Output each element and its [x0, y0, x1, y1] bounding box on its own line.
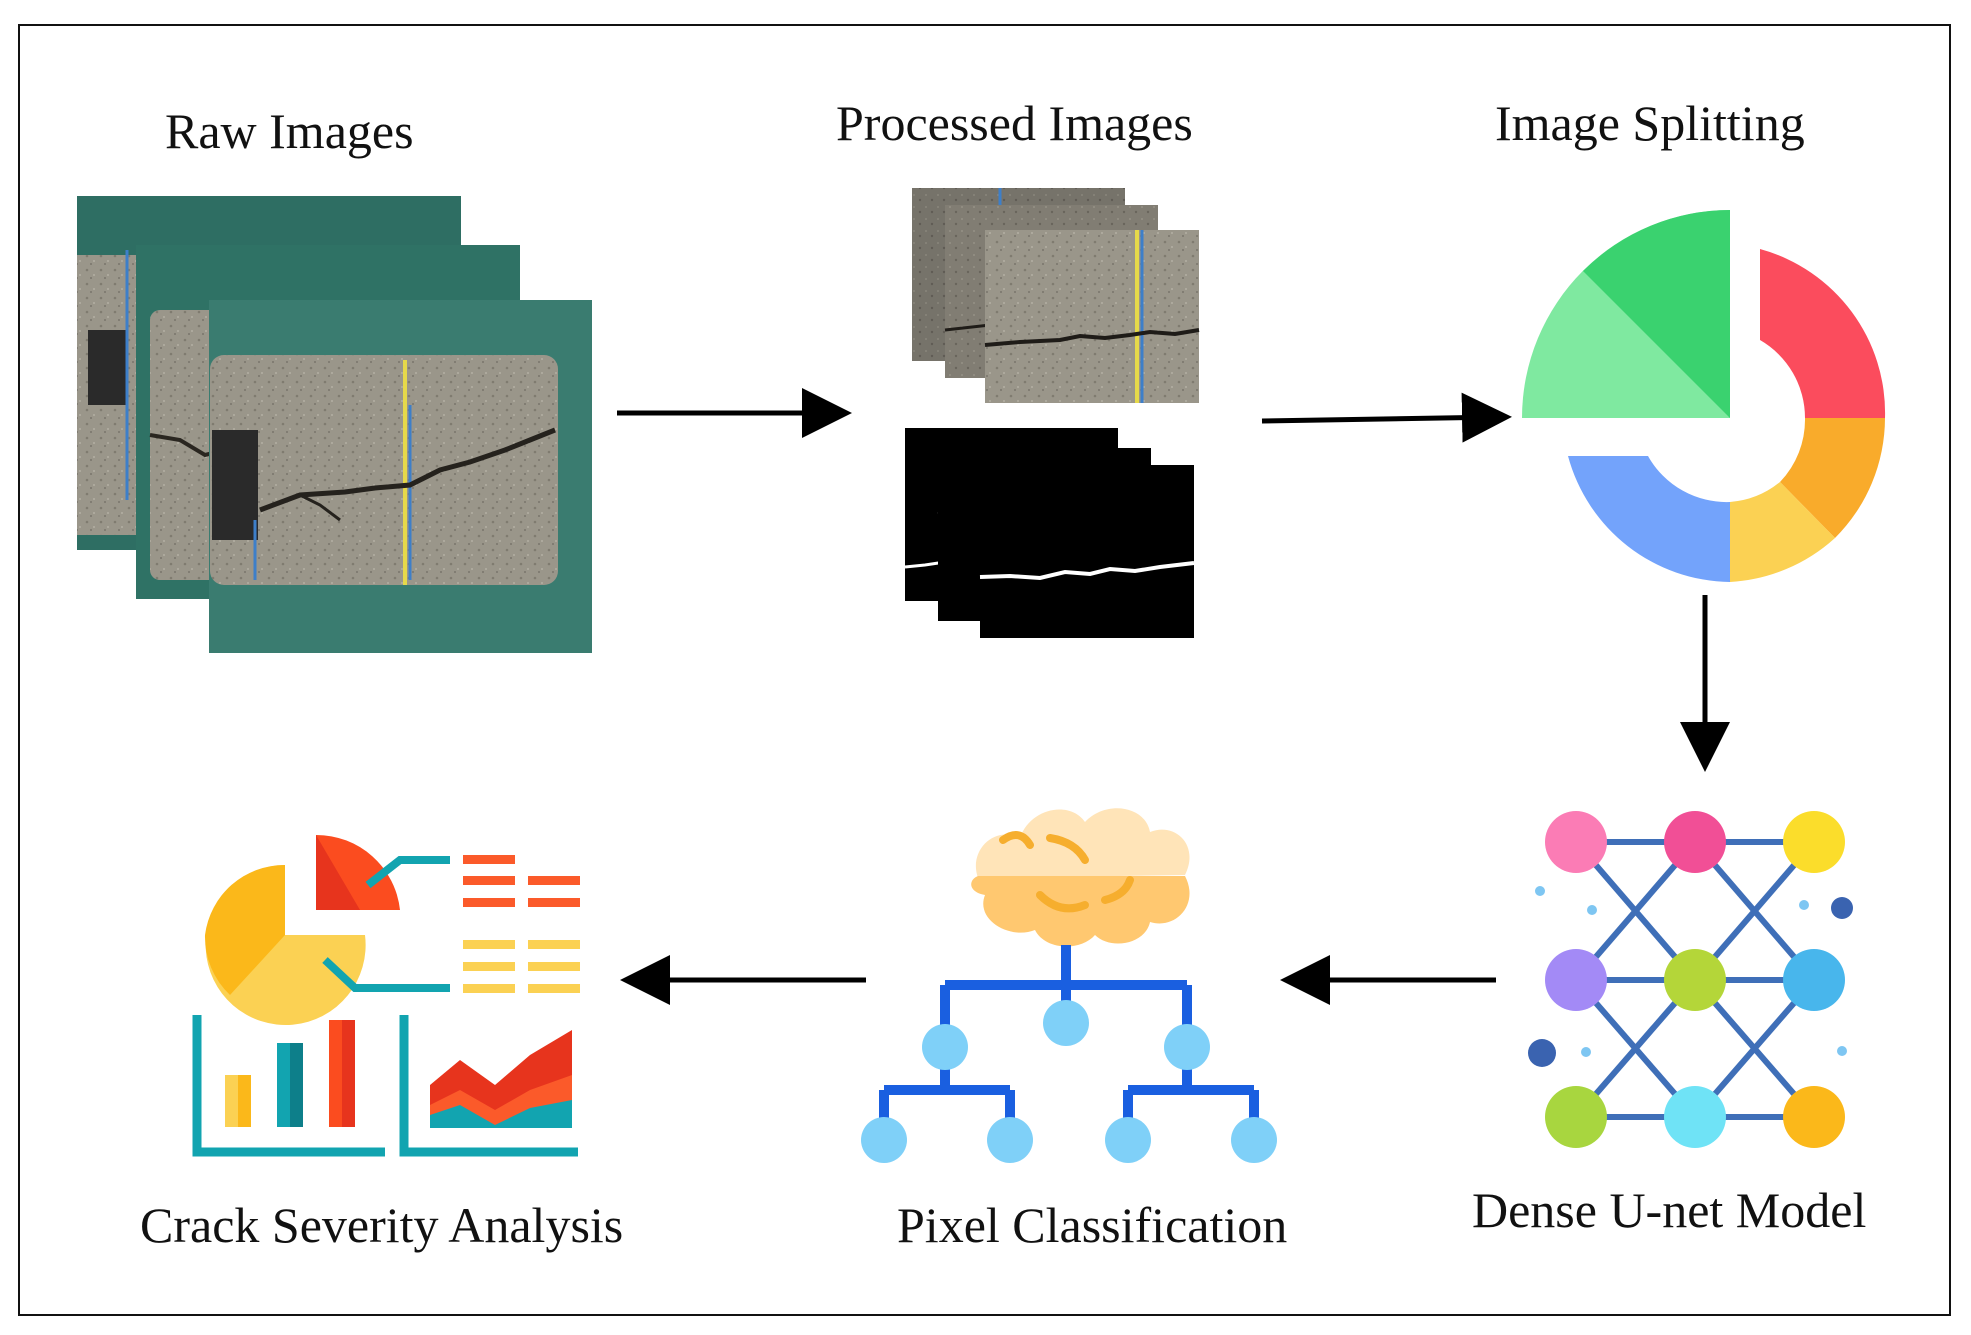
donut-segment-orange — [1780, 418, 1885, 538]
tree-node — [922, 1024, 968, 1070]
nn-node — [1664, 1086, 1726, 1148]
area-chart-teal — [430, 1100, 572, 1128]
donut-quarter-green-dark — [1583, 210, 1730, 418]
nn-node — [1664, 949, 1726, 1011]
bar-chart-axis — [192, 1015, 385, 1157]
tree-node — [1043, 1000, 1089, 1046]
diagram-frame — [18, 24, 1951, 1316]
area-chart-axis — [399, 1015, 578, 1157]
raw-images-stack — [77, 196, 592, 653]
tree-node — [987, 1117, 1033, 1163]
donut-segment-red — [1760, 249, 1886, 418]
stage-label-crack-severity-analysis: Crack Severity Analysis — [140, 1197, 624, 1253]
stage-label-raw-images: Raw Images — [165, 103, 414, 159]
stage-label-processed-images: Processed Images — [836, 95, 1193, 151]
nn-node — [1545, 811, 1607, 873]
nn-node — [1783, 1086, 1845, 1148]
nn-node — [1783, 949, 1845, 1011]
donut-segment-blue — [1568, 456, 1730, 582]
brain-icon — [971, 808, 1190, 947]
nn-node — [1545, 949, 1607, 1011]
nn-node — [1545, 1086, 1607, 1148]
processed-mask-stack — [904, 428, 1195, 638]
processed-photo-stack — [912, 188, 1200, 403]
mask-3 — [980, 465, 1194, 638]
arrow-processed-to-splitting — [1261, 392, 1512, 443]
stage-label-pixel-classification: Pixel Classification — [897, 1197, 1288, 1253]
neural-network-icon — [1528, 811, 1853, 1148]
stage-label-dense-unet-model: Dense U-net Model — [1472, 1182, 1867, 1238]
tree-node — [1164, 1024, 1210, 1070]
nn-node — [1783, 811, 1845, 873]
tree-node — [1231, 1117, 1277, 1163]
raw-photo-front — [209, 300, 592, 653]
processed-photo-3 — [984, 230, 1200, 403]
tree-node — [1105, 1117, 1151, 1163]
nn-node — [1664, 811, 1726, 873]
analytics-dashboard-icon — [192, 834, 580, 1157]
segmented-donut-chart-icon — [1522, 210, 1886, 582]
donut-segment-yellow — [1730, 482, 1835, 582]
stage-label-image-splitting: Image Splitting — [1495, 95, 1805, 151]
brain-hierarchy-icon — [861, 808, 1277, 1163]
tree-node — [861, 1117, 907, 1163]
